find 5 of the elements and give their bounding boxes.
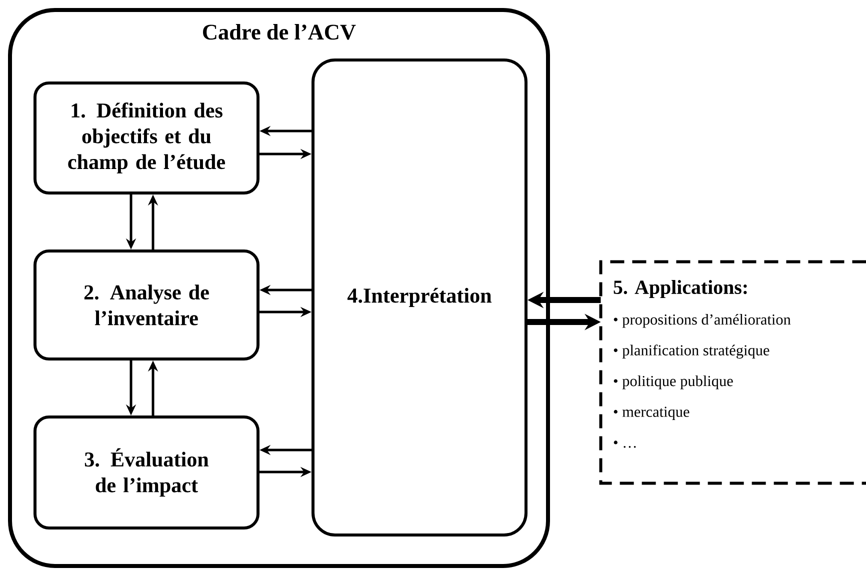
process-box: 1. Définition des objectifs et du champ de l’étude [34, 82, 260, 194]
process-box: 2. Analyse de l’inventaire [34, 250, 260, 360]
process-box: 3. Évaluation de l’impact [34, 416, 260, 530]
process-box: 4.Interprétation [312, 58, 528, 536]
dashed-box: 5. Applications: • propositions d’amélioration • planification stratégique • politique publique • mercatique • … [599, 260, 866, 485]
